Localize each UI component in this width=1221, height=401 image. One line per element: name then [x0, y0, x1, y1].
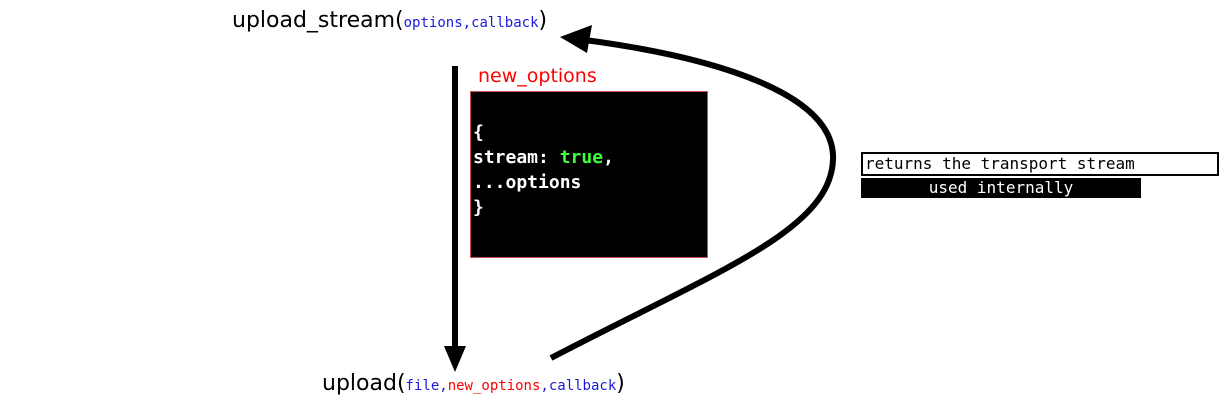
arg-file: file [405, 378, 440, 394]
arg-callback: callback [548, 378, 617, 394]
arg-callback: callback [471, 15, 539, 31]
open-paren: ( [396, 371, 406, 396]
note-text-1: returns the transport stream [863, 154, 1217, 174]
code-key-stream: stream: [473, 147, 560, 168]
close-paren: ) [538, 8, 548, 33]
arg-separator-2: , [540, 378, 549, 394]
code-line-open-brace: { [473, 122, 484, 143]
upload-stream-signature: upload_stream(options,callback) [232, 8, 547, 36]
arg-separator: , [462, 15, 472, 31]
close-paren: ) [616, 371, 625, 396]
code-line-close-brace: } [473, 197, 484, 218]
down-arrow-head [444, 346, 466, 372]
return-arrow-head [560, 25, 592, 53]
code-line-spread-options: ...options [473, 172, 582, 193]
new-options-label: new_options [478, 65, 597, 87]
arg-separator-1: , [439, 378, 448, 394]
return-arrow-curve [549, 37, 837, 361]
open-paren: ( [395, 8, 404, 33]
arg-new-options: new_options [447, 378, 541, 394]
return-note: returns the transport stream used intern… [861, 152, 1219, 200]
code-line-stream: stream: true, [473, 145, 707, 170]
function-name-upload-stream: upload_stream [232, 8, 396, 33]
note-line-1: returns the transport stream [861, 152, 1219, 176]
upload-signature: upload(file,new_options,callback) [322, 371, 625, 399]
function-name-upload: upload [322, 371, 397, 396]
code-comma: , [603, 147, 614, 168]
code-value-true: true [559, 147, 604, 168]
new-options-code-box: { stream: true, ...options } [470, 91, 708, 258]
note-line-2: used internally [861, 178, 1141, 198]
arg-options: options [403, 15, 463, 31]
